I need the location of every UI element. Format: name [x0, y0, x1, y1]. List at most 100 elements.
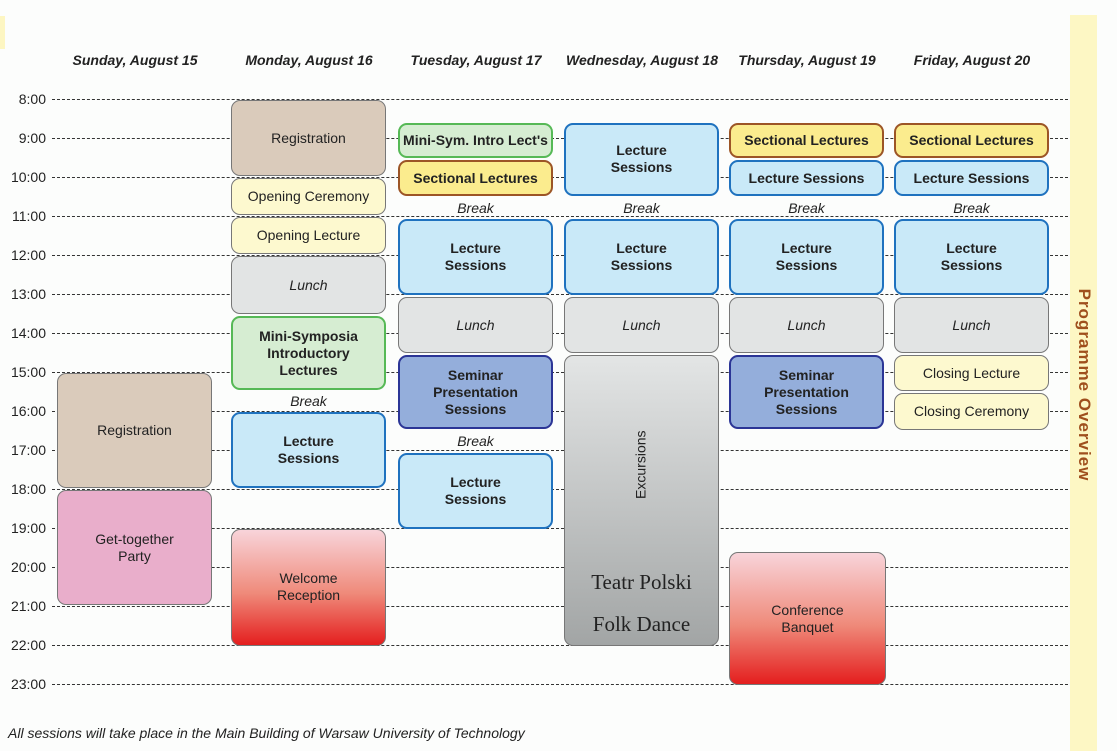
session-block[interactable]: Lunch	[564, 296, 719, 354]
session-label: Closing Lecture	[922, 364, 1021, 381]
session-block[interactable]: Registration	[231, 100, 386, 176]
hour-gridline	[52, 684, 1068, 685]
hour-label: 15:00	[10, 364, 46, 380]
session-block[interactable]: Lecture Sessions	[729, 160, 884, 197]
session-block[interactable]: Lecture Sessions	[564, 122, 719, 197]
hour-label: 19:00	[10, 520, 46, 536]
hour-gridline	[52, 255, 1068, 256]
excursion-item: Folk Dance	[592, 611, 691, 636]
hour-gridline	[52, 99, 1068, 100]
hour-label: 12:00	[10, 247, 46, 263]
session-block[interactable]: Lecture Sessions	[398, 218, 553, 295]
session-label: Sectional Lectures	[744, 132, 869, 149]
session-label: Lecture Sessions	[277, 433, 340, 466]
session-block[interactable]: Lunch	[398, 296, 553, 354]
hour-gridline	[52, 645, 1068, 646]
session-label: Seminar Presentation Sessions	[433, 366, 518, 417]
session-block[interactable]: Mini-Sym. Intro Lect's	[398, 122, 553, 159]
hour-gridline	[52, 606, 1068, 607]
day-header: Monday, August 16	[245, 52, 373, 68]
session-label: Closing Ceremony	[913, 403, 1030, 420]
session-block[interactable]: Lecture Sessions	[894, 160, 1049, 197]
hour-label: 9:00	[18, 130, 46, 146]
session-label: Sectional Lectures	[413, 169, 538, 186]
day-header: Wednesday, August 18	[566, 52, 718, 68]
session-block[interactable]: Sectional Lectures	[894, 122, 1049, 159]
session-label: Lecture Sessions	[913, 169, 1030, 186]
corner-decoration	[0, 16, 5, 49]
hour-label: 22:00	[10, 637, 46, 653]
session-block[interactable]: Registration	[57, 373, 212, 488]
session-block[interactable]: Lecture Sessions	[398, 452, 553, 529]
break-label: Break	[953, 199, 990, 216]
session-block[interactable]: Seminar Presentation Sessions	[729, 355, 884, 430]
hour-gridline	[52, 528, 1068, 529]
session-block[interactable]: Lecture Sessions	[231, 412, 386, 488]
session-label: Registration	[271, 129, 346, 146]
hour-label: 11:00	[12, 208, 46, 224]
break-label: Break	[290, 393, 327, 410]
hour-label: 20:00	[10, 559, 46, 575]
session-block[interactable]: Sectional Lectures	[729, 122, 884, 159]
session-label: Lunch	[952, 316, 991, 333]
session-block[interactable]: Lunch	[894, 296, 1049, 354]
session-block[interactable]: Mini-Symposia Introductory Lectures	[231, 316, 386, 391]
session-block[interactable]: Opening Ceremony	[231, 178, 386, 215]
hour-label: 23:00	[10, 676, 46, 692]
session-block[interactable]: Lecture Sessions	[729, 218, 884, 295]
session-label: Opening Ceremony	[247, 188, 370, 204]
session-block[interactable]: Get-together Party	[57, 490, 212, 605]
session-label: Opening Lecture	[256, 227, 361, 243]
hour-label: 14:00	[10, 325, 46, 341]
session-label: Lunch	[622, 316, 661, 333]
session-label: Lunch	[289, 276, 328, 293]
excursion-item: Teatr Polski	[591, 569, 692, 594]
hour-label: 16:00	[10, 403, 46, 419]
session-block[interactable]: Conference Banquet	[729, 552, 886, 685]
session-label: Get-together Party	[95, 530, 174, 564]
session-block[interactable]: Lunch	[231, 256, 386, 315]
day-header: Sunday, August 15	[72, 52, 198, 68]
hour-gridline	[52, 333, 1068, 334]
sidebar-strip	[1070, 15, 1097, 751]
day-header: Tuesday, August 17	[410, 52, 542, 68]
session-block[interactable]: Lecture Sessions	[894, 218, 1049, 295]
session-block[interactable]: Closing Lecture	[894, 355, 1049, 392]
hour-label: 21:00	[10, 598, 46, 614]
break-label: Break	[457, 433, 494, 450]
hour-gridline	[52, 177, 1068, 178]
hour-gridline	[52, 489, 1068, 490]
session-block[interactable]: Closing Ceremony	[894, 393, 1049, 431]
session-label: Mini-Sym. Intro Lect's	[403, 132, 548, 149]
hour-gridline	[52, 411, 1068, 412]
hour-gridline	[52, 372, 1068, 373]
day-header: Friday, August 20	[913, 52, 1031, 68]
excursions-label: Excursions	[632, 430, 649, 500]
session-label: Lecture Sessions	[748, 169, 865, 186]
session-label: Lecture Sessions	[610, 239, 673, 273]
sidebar-title: Programme Overview	[1075, 288, 1094, 482]
session-label: Lecture Sessions	[610, 142, 673, 176]
session-block[interactable]: Sectional Lectures	[398, 160, 553, 197]
session-block[interactable]: Lunch	[729, 296, 884, 354]
session-label: Lunch	[787, 316, 826, 333]
day-header: Thursday, August 19	[738, 52, 876, 68]
session-block[interactable]: Seminar Presentation Sessions	[398, 355, 553, 430]
session-label: Lecture Sessions	[444, 473, 507, 507]
break-label: Break	[457, 199, 494, 216]
break-label: Break	[623, 199, 660, 216]
session-block[interactable]: Welcome Reception	[231, 529, 386, 646]
session-label: Lecture Sessions	[775, 239, 838, 273]
hour-label: 10:00	[10, 169, 46, 185]
session-block[interactable]: Lecture Sessions	[564, 218, 719, 295]
session-label: Lecture Sessions	[940, 239, 1003, 273]
hour-gridline	[52, 294, 1068, 295]
hour-gridline	[52, 216, 1068, 217]
footer-note: All sessions will take place in the Main…	[8, 725, 525, 741]
hour-gridline	[52, 567, 1068, 568]
session-label: Registration	[97, 422, 172, 438]
hour-label: 17:00	[10, 442, 46, 458]
session-label: Welcome Reception	[276, 570, 341, 604]
session-block[interactable]: Opening Lecture	[231, 217, 386, 254]
